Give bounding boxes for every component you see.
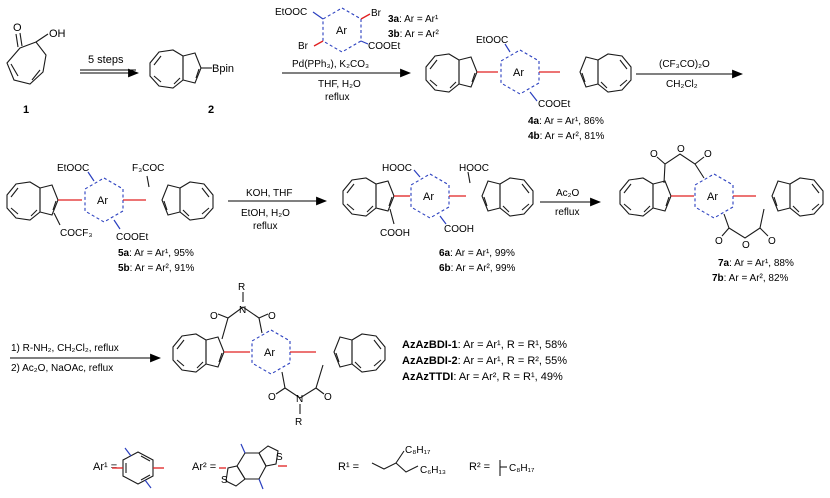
svg-text:O: O: [210, 311, 218, 322]
svg-text:R² =: R² =: [469, 461, 490, 473]
svg-text:O: O: [704, 149, 712, 160]
svg-text:C₈H₁₇: C₈H₁₇: [509, 463, 535, 474]
svg-text:COOEt: COOEt: [368, 41, 400, 52]
compound-4-structure: Ar EtOOC COOEt: [425, 35, 632, 110]
compound-6-structure: Ar HOOC HOOC COOH COOH: [342, 163, 534, 239]
reagent-amine: 1) R-NH₂, CH₂Cl₂, reflux: [11, 343, 119, 354]
reagent-koh: KOH, THF: [246, 188, 292, 199]
svg-text:Ar: Ar: [707, 191, 718, 203]
svg-text:R: R: [295, 417, 302, 428]
label-6a: 6a: Ar = Ar¹, 99%: [439, 248, 515, 259]
svg-text:R: R: [238, 282, 245, 293]
product-azazbdi-2: AzAzBDI-2: Ar = Ar¹, R = R², 55%: [402, 355, 567, 367]
svg-text:Ar² =: Ar² =: [192, 461, 216, 473]
svg-text:F₃COC: F₃COC: [132, 163, 164, 174]
svg-text:O: O: [324, 392, 332, 403]
svg-text:O: O: [677, 144, 685, 155]
reagent-reflux-1: reflux: [325, 92, 349, 103]
label-3b: 3b: Ar = Ar²: [388, 29, 440, 40]
legend-ar1: Ar¹ =: [93, 447, 164, 489]
label-3a: 3a: Ar = Ar¹: [388, 14, 439, 25]
label-4a: 4a: Ar = Ar¹, 86%: [528, 116, 604, 127]
oxo-label: O: [13, 22, 22, 34]
reagent-5-steps: 5 steps: [88, 54, 124, 66]
compound-2-label: 2: [208, 104, 214, 116]
label-5b: 5b: Ar = Ar², 91%: [118, 263, 195, 274]
compound-7-structure: Ar O O O O O O: [619, 144, 824, 251]
svg-text:O: O: [768, 236, 776, 247]
svg-text:COOEt: COOEt: [116, 232, 148, 243]
svg-text:COOEt: COOEt: [538, 99, 570, 110]
svg-text:HOOC: HOOC: [382, 163, 412, 174]
compound-1-structure: O OH: [6, 22, 66, 85]
svg-text:COOH: COOH: [444, 224, 474, 235]
svg-text:Ar: Ar: [97, 195, 108, 207]
label-7a: 7a: Ar = Ar¹, 88%: [718, 258, 794, 269]
compound-1-label: 1: [23, 104, 29, 116]
label-7b: 7b: Ar = Ar², 82%: [712, 273, 789, 284]
svg-text:O: O: [268, 392, 276, 403]
svg-text:COOH: COOH: [380, 228, 410, 239]
svg-text:Ar: Ar: [264, 347, 275, 359]
reagent-thf-h2o: THF, H₂O: [318, 79, 361, 90]
product-structure: Ar O N R O O N R O: [172, 282, 386, 428]
svg-text:Ar¹ =: Ar¹ =: [93, 461, 117, 473]
svg-text:Br: Br: [371, 8, 382, 19]
svg-text:S: S: [276, 452, 283, 463]
azulene-2: [149, 49, 202, 89]
svg-text:R¹ =: R¹ =: [338, 461, 359, 473]
svg-text:Ar: Ar: [423, 191, 434, 203]
svg-text:EtOOC: EtOOC: [476, 35, 508, 46]
svg-text:O: O: [715, 236, 723, 247]
svg-text:S: S: [221, 475, 228, 486]
compound-5-structure: Ar EtOOC F₃COC COCF₃ COOEt: [6, 163, 214, 243]
reagent-ch2cl2: CH₂Cl₂: [666, 79, 698, 90]
reagent-reflux-2: reflux: [253, 221, 277, 232]
reagent-ac2o: Ac₂O: [556, 188, 580, 199]
product-azazbdi-1: AzAzBDI-1: Ar = Ar¹, R = R¹, 58%: [402, 339, 567, 351]
reagent-naoac: 2) Ac₂O, NaOAc, reflux: [11, 363, 113, 374]
reagent-etoh: EtOH, H₂O: [241, 208, 290, 219]
svg-text:N: N: [239, 305, 246, 316]
reagent-reflux-3: reflux: [555, 207, 579, 218]
bpin-label: Bpin: [212, 63, 234, 75]
svg-text:O: O: [268, 311, 276, 322]
svg-text:HOOC: HOOC: [459, 163, 489, 174]
svg-text:Ar: Ar: [513, 67, 524, 79]
legend-ar2: Ar² = S S: [192, 443, 287, 490]
svg-text:COCF₃: COCF₃: [60, 228, 92, 239]
label-4b: 4b: Ar = Ar², 81%: [528, 131, 605, 142]
svg-text:O: O: [742, 240, 750, 251]
legend-r2: R² = C₈H₁₇: [469, 460, 535, 476]
svg-text:C₆H₁₃: C₆H₁₃: [420, 465, 446, 476]
svg-text:O: O: [650, 149, 658, 160]
svg-text:EtOOC: EtOOC: [275, 7, 307, 18]
label-5a: 5a: Ar = Ar¹, 95%: [118, 248, 194, 259]
svg-text:OH: OH: [49, 28, 66, 40]
reagent-tfaa: (CF₃CO)₂O: [659, 59, 710, 70]
product-azazttdi: AzAzTTDI: Ar = Ar², R = R¹, 49%: [402, 371, 563, 383]
label-6b: 6b: Ar = Ar², 99%: [439, 263, 516, 274]
svg-text:Br: Br: [298, 41, 309, 52]
svg-text:EtOOC: EtOOC: [57, 163, 89, 174]
svg-text:Ar: Ar: [336, 25, 347, 37]
svg-text:N: N: [296, 394, 303, 405]
reagent-pd: Pd(PPh₃), K₂CO₃: [292, 59, 369, 70]
legend-r1: R¹ = C₈H₁₇ C₆H₁₃: [338, 445, 446, 476]
reagent-3-structure: Ar EtOOC Br Br COOEt: [275, 7, 400, 53]
svg-text:C₈H₁₇: C₈H₁₇: [405, 445, 431, 456]
